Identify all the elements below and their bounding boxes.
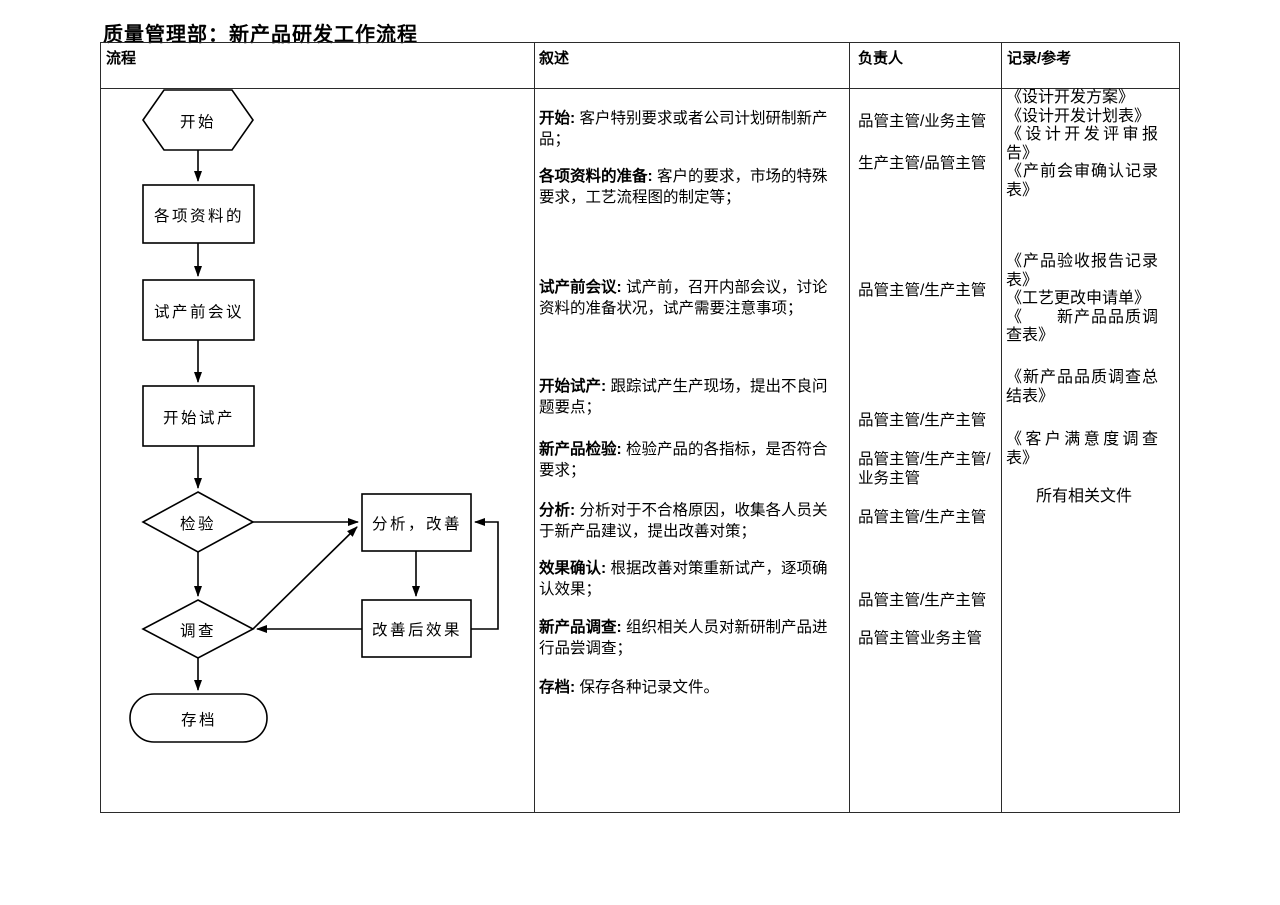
records-group: 《产品验收报告记录表》 《工艺更改申请单》 《 新产品品质调查表》 xyxy=(1006,253,1158,346)
archive-stadium-shape xyxy=(129,693,268,743)
description-text: 跟踪试产生产现场，提出不良问题要点； xyxy=(539,378,828,416)
process-table: 流程 叙述 负责人 记录/参考 xyxy=(100,42,1180,813)
records-group: 《设计开发方案》 《设计开发计划表》 《设计开发评审报告》 《产前会审确认记录表… xyxy=(1006,89,1158,200)
owner-item: 品管主管业务主管 xyxy=(858,630,983,647)
description-label: 各项资料的准备: xyxy=(539,168,657,185)
effect-box-shape xyxy=(361,599,472,658)
description-text: 试产前，召开内部会议，讨论资料的准备状况，试产需要注意事项； xyxy=(539,279,828,317)
header-owner: 负责人 xyxy=(858,50,904,67)
owner-item: 生产主管/品管主管 xyxy=(858,155,987,172)
trial-box-shape xyxy=(142,385,255,447)
description-text: 分析对于不合格原因，收集各人员关于新产品建议，提出改善对策； xyxy=(539,502,828,540)
header-divider xyxy=(101,88,1179,89)
description-item: 分析: 分析对于不合格原因，收集各人员关于新产品建议，提出改善对策； xyxy=(539,500,842,542)
owner-item: 品管主管/生产主管 xyxy=(858,412,987,429)
flow-node-archive-label: 存档 xyxy=(180,712,218,729)
description-item: 试产前会议: 试产前，召开内部会议，讨论资料的准备状况，试产需要注意事项； xyxy=(539,277,842,319)
pre-meeting-box-shape xyxy=(142,279,255,341)
description-label: 效果确认: xyxy=(539,560,611,577)
description-label: 试产前会议: xyxy=(539,279,626,296)
flowchart-area: 开始 各项资料的 试产前会议 开始试产 检验 调查 分析，改善 改善后效果 存档 xyxy=(101,89,534,814)
description-item: 存档: 保存各种记录文件。 xyxy=(539,677,842,698)
survey-diamond-shape xyxy=(141,599,255,659)
header-description: 叙述 xyxy=(539,50,570,67)
arrow-effect-loop-to-analyze xyxy=(471,518,499,630)
owner-item: 品管主管/生产主管 xyxy=(858,509,987,526)
inspect-diamond-shape xyxy=(141,491,255,553)
description-item: 开始试产: 跟踪试产生产现场，提出不良问题要点； xyxy=(539,376,842,418)
description-label: 开始试产: xyxy=(539,378,611,395)
description-label: 开始: xyxy=(539,110,580,127)
header-records: 记录/参考 xyxy=(1007,50,1072,67)
owner-item: 品管主管/生产主管 xyxy=(858,592,987,609)
description-item: 新产品调查: 组织相关人员对新研制产品进行品尝调查； xyxy=(539,617,842,659)
description-item: 开始: 客户特别要求或者公司计划研制新产品； xyxy=(539,108,842,150)
flow-node-survey-label: 调查 xyxy=(179,623,217,640)
column-divider xyxy=(849,43,850,812)
description-label: 新产品检验: xyxy=(539,441,626,458)
materials-box-shape xyxy=(142,184,255,244)
records-group: 《新产品品质调查总结表》 xyxy=(1006,369,1158,406)
owner-item: 品管主管/业务主管 xyxy=(858,113,987,130)
description-text: 检验产品的各指标，是否符合要求； xyxy=(539,441,828,479)
record-title: 《新产品品质调查总结表》 xyxy=(1006,369,1158,405)
records-group: 《客户满意度调查表》 xyxy=(1006,431,1158,468)
column-divider xyxy=(534,43,535,812)
flow-node-materials-label: 各项资料的 xyxy=(153,208,245,225)
record-title: 《设计开发计划表》 xyxy=(1006,107,1151,125)
flow-node-pre-meeting-label: 试产前会议 xyxy=(153,304,245,321)
column-divider xyxy=(1001,43,1002,812)
description-item: 新产品检验: 检验产品的各指标，是否符合要求； xyxy=(539,439,842,481)
record-title: 《产前会审确认记录表》 xyxy=(1006,163,1158,199)
description-text: 保存各种记录文件。 xyxy=(579,679,719,696)
records-group: 所有相关文件 xyxy=(1006,488,1158,507)
arrow-survey-to-analyze xyxy=(252,526,358,630)
description-item: 效果确认: 根据改善对策重新试产，逐项确认效果； xyxy=(539,558,842,600)
record-title: 《产品验收报告记录表》 xyxy=(1006,253,1158,289)
description-text: 客户特别要求或者公司计划研制新产品； xyxy=(539,110,828,148)
flowchart-graphics xyxy=(129,89,499,743)
record-title: 所有相关文件 xyxy=(1036,488,1133,505)
flow-node-effect-label: 改善后效果 xyxy=(371,622,463,639)
flow-node-inspect-label: 检验 xyxy=(179,516,217,533)
record-title: 《设计开发评审报告》 xyxy=(1006,126,1158,162)
description-text: 根据改善对策重新试产，逐项确认效果； xyxy=(539,560,828,598)
record-title: 《 新产品品质调查表》 xyxy=(1006,308,1158,345)
description-item: 各项资料的准备: 客户的要求，市场的特殊要求，工艺流程图的制定等； xyxy=(539,166,842,208)
header-process: 流程 xyxy=(106,50,137,67)
analyze-box-shape xyxy=(361,493,472,552)
flow-node-trial-label: 开始试产 xyxy=(162,410,236,427)
record-title: 《设计开发方案》 xyxy=(1006,89,1135,106)
description-text: 组织相关人员对新研制产品进行品尝调查； xyxy=(539,619,828,657)
description-text: 客户的要求，市场的特殊要求，工艺流程图的制定等； xyxy=(539,168,828,206)
description-label: 分析: xyxy=(539,502,580,519)
record-title: 《工艺更改申请单》 xyxy=(1006,290,1151,307)
description-label: 存档: xyxy=(539,679,580,696)
owner-item: 品管主管/生产主管/业务主管 xyxy=(858,451,991,487)
record-title: 《客户满意度调查表》 xyxy=(1006,431,1158,467)
start-hexagon-shape xyxy=(142,89,254,151)
flow-node-start-label: 开始 xyxy=(179,114,217,131)
owner-item: 品管主管/生产主管 xyxy=(858,282,987,299)
description-label: 新产品调查: xyxy=(539,619,626,636)
flow-node-analyze-label: 分析，改善 xyxy=(371,516,463,533)
page-title: 质量管理部：新产品研发工作流程 xyxy=(103,24,418,46)
